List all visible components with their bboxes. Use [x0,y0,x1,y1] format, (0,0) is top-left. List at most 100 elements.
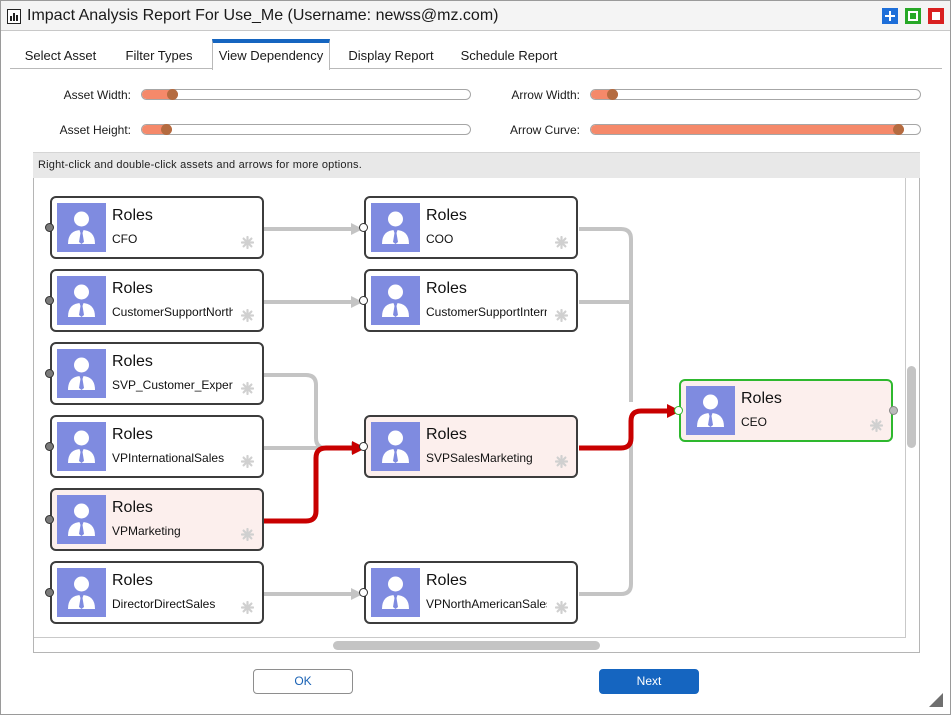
asset-avatar [686,386,735,435]
gear-icon[interactable] [240,600,255,615]
edge-svp-customer-svpsales[interactable] [264,373,361,450]
asset-type-label: Roles [426,572,467,589]
tab-schedule-report[interactable]: Schedule Report [460,48,558,63]
asset-type-label: Roles [112,499,153,516]
asset-name-label: VPNorthAmericanSales [426,597,547,611]
tab-display-report[interactable]: Display Report [348,48,434,63]
horizontal-scrollbar[interactable] [333,641,600,650]
input-port[interactable] [359,588,368,597]
asset-width-label: Asset Width: [63,88,131,102]
gear-icon[interactable] [240,235,255,250]
slider-knob[interactable] [167,89,178,100]
gear-icon[interactable] [240,308,255,323]
asset-type-label: Roles [426,280,467,297]
user-avatar-icon [382,576,409,609]
asset-avatar [57,568,106,617]
input-port[interactable] [359,296,368,305]
user-avatar-icon [68,284,95,317]
user-avatar-icon [68,503,95,536]
slider-knob[interactable] [607,89,618,100]
arrow-curve-slider[interactable] [590,124,921,135]
input-port[interactable] [359,442,368,451]
asset-avatar [57,276,106,325]
edge-coo-ceo[interactable] [579,227,633,402]
input-port[interactable] [359,223,368,232]
plus-icon [882,8,898,24]
gear-icon[interactable] [240,381,255,396]
asset-height-label: Asset Height: [59,123,131,137]
report-document-icon [7,9,21,24]
user-avatar-icon [382,430,409,463]
input-port[interactable] [45,223,54,232]
output-port[interactable] [889,406,898,415]
resize-grip-icon[interactable] [929,693,943,707]
slider-fill [591,125,904,134]
asset-name-label: VPInternationalSales [112,451,225,465]
ok-button[interactable]: OK [253,669,353,694]
square-icon [905,8,921,24]
asset-type-label: Roles [112,280,153,297]
gear-icon[interactable] [554,600,569,615]
edge-vpnorth-ceo[interactable] [579,418,633,596]
gear-icon[interactable] [869,418,884,433]
user-avatar-icon [68,430,95,463]
asset-width-slider[interactable] [141,89,471,100]
tab-select-asset[interactable]: Select Asset [24,48,97,63]
gear-icon[interactable] [554,454,569,469]
input-port[interactable] [45,296,54,305]
tab-filter-types[interactable]: Filter Types [125,48,193,63]
input-port[interactable] [45,588,54,597]
asset-type-label: Roles [112,353,153,370]
restore-button[interactable] [905,8,921,24]
asset-avatar [57,349,106,398]
maximize-button[interactable] [882,8,898,24]
input-port[interactable] [674,406,683,415]
user-avatar-icon [697,394,724,427]
arrow-curve-label: Arrow Curve: [509,123,580,137]
gear-icon[interactable] [240,527,255,542]
vertical-scrollbar[interactable] [907,366,916,448]
slider-knob[interactable] [893,124,904,135]
asset-avatar [57,422,106,471]
asset-avatar [371,422,420,471]
arrow-width-slider[interactable] [590,89,921,100]
next-button[interactable]: Next [599,669,699,694]
edge-svpsales-ceo[interactable] [579,404,681,451]
tab-view-dependency[interactable]: View Dependency [212,39,330,70]
asset-type-label: Roles [112,207,153,224]
input-port[interactable] [45,369,54,378]
gear-icon[interactable] [554,308,569,323]
asset-height-slider[interactable] [141,124,471,135]
dependency-edges [264,223,681,600]
asset-node-customersupportinternational[interactable]: RolesCustomerSupportInternational [359,269,578,332]
asset-name-label: VPMarketing [112,524,181,538]
edge-vpmarketing-svpsales[interactable] [264,441,366,524]
user-avatar-icon [382,211,409,244]
close-button[interactable] [928,8,944,24]
asset-name-label: CustomerSupportNorth [112,305,233,319]
input-port[interactable] [45,442,54,451]
slider-knob[interactable] [161,124,172,135]
asset-type-label: Roles [426,426,467,443]
gear-icon[interactable] [240,454,255,469]
slider-fill [142,125,172,134]
asset-name-label: SVPSalesMarketing [426,451,533,465]
input-port[interactable] [45,515,54,524]
gear-icon[interactable] [554,235,569,250]
asset-name-label: DirectorDirectSales [112,597,216,611]
asset-type-label: Roles [112,426,153,443]
user-avatar-icon [68,576,95,609]
